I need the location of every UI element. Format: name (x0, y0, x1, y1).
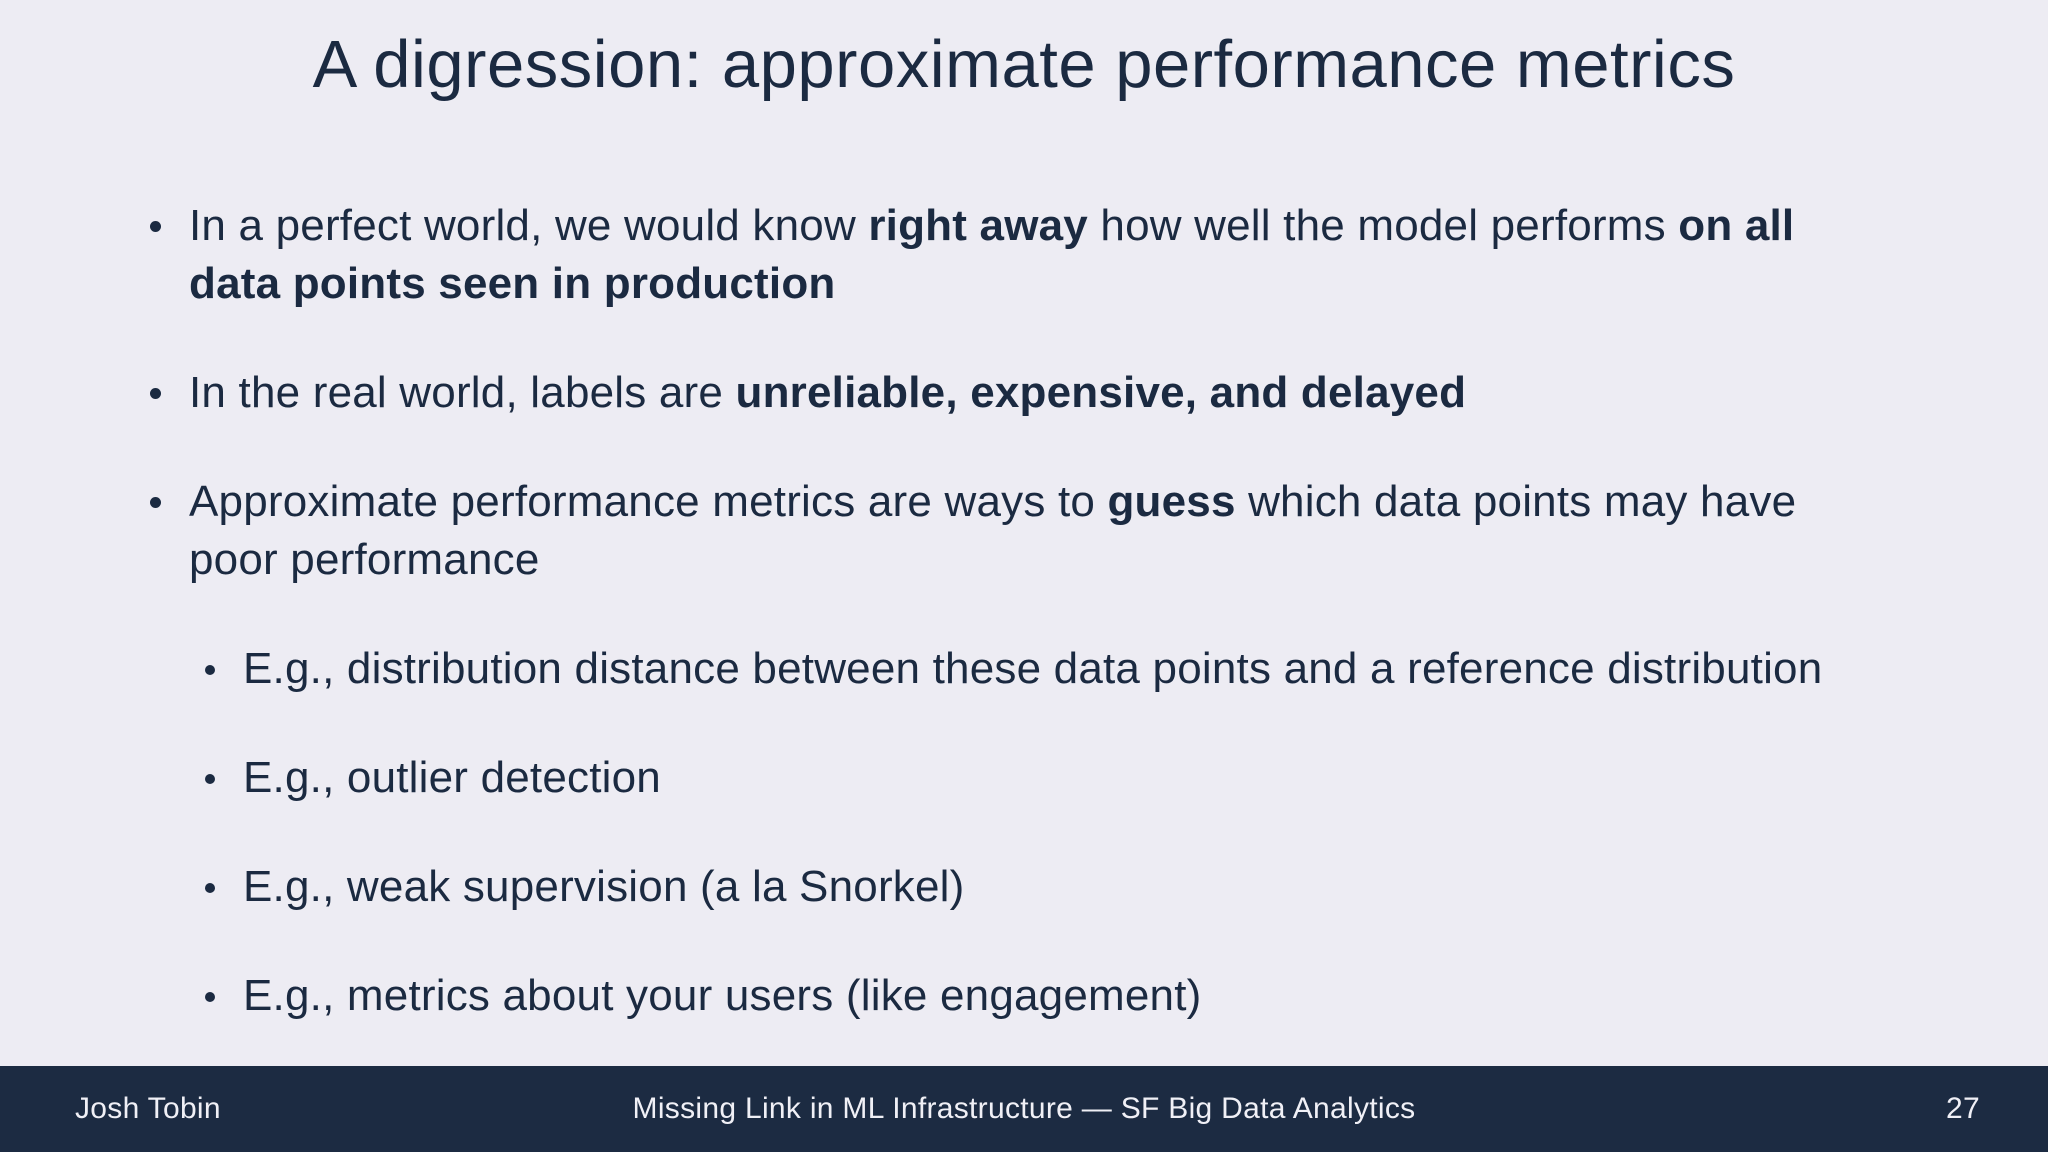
sub-bullet-item: E.g., weak supervision (a la Snorkel) (205, 858, 1910, 916)
bullet-item: Approximate performance metrics are ways… (150, 473, 1910, 589)
bullet-item: In the real world, labels are unreliable… (150, 364, 1910, 422)
bullet-text: In the real world, labels are unreliable… (189, 364, 1466, 422)
text-segment: how well the model performs (1087, 201, 1679, 250)
text-segment-bold: guess (1107, 477, 1236, 526)
bullet-text: In a perfect world, we would know right … (189, 197, 1889, 313)
sub-bullet-list: E.g., distribution distance between thes… (205, 640, 1910, 1025)
text-segment: In the real world, labels are (189, 368, 736, 417)
bullet-icon (150, 388, 161, 399)
sub-bullet-text: E.g., distribution distance between thes… (243, 644, 1823, 693)
bullet-icon (205, 665, 215, 675)
sub-bullet-text: E.g., outlier detection (243, 753, 661, 802)
text-segment: Approximate performance metrics are ways… (189, 477, 1108, 526)
sub-bullet-item: E.g., metrics about your users (like eng… (205, 967, 1910, 1025)
text-segment-bold: on all data points seen in production (189, 201, 1795, 308)
bullet-icon (150, 221, 161, 232)
sub-bullet-text: E.g., weak supervision (a la Snorkel) (243, 862, 965, 911)
sub-bullet-item: E.g., distribution distance between thes… (205, 640, 1910, 698)
text-segment: In a perfect world, we would know (189, 201, 869, 250)
text-segment-bold: unreliable, expensive, and delayed (735, 368, 1467, 417)
footer-author: Josh Tobin (75, 1092, 221, 1125)
bullet-list: In a perfect world, we would know right … (150, 197, 1910, 1076)
footer-bar: Josh Tobin Missing Link in ML Infrastruc… (0, 1066, 2048, 1152)
sub-bullet-item: E.g., outlier detection (205, 749, 1910, 807)
slide-title: A digression: approximate performance me… (312, 27, 1736, 102)
footer-page-number: 27 (1946, 1092, 1980, 1125)
bullet-icon (150, 497, 161, 508)
bullet-text: Approximate performance metrics are ways… (189, 473, 1889, 589)
sub-bullet-text: E.g., metrics about your users (like eng… (243, 971, 1202, 1020)
footer-deck-title: Missing Link in ML Infrastructure — SF B… (632, 1092, 1416, 1125)
bullet-icon (205, 992, 215, 1002)
text-segment: which data points may have poor performa… (189, 477, 1797, 584)
bullet-icon (205, 883, 215, 893)
text-segment-bold: right away (868, 201, 1088, 250)
bullet-icon (205, 774, 215, 784)
bullet-item: In a perfect world, we would know right … (150, 197, 1910, 313)
